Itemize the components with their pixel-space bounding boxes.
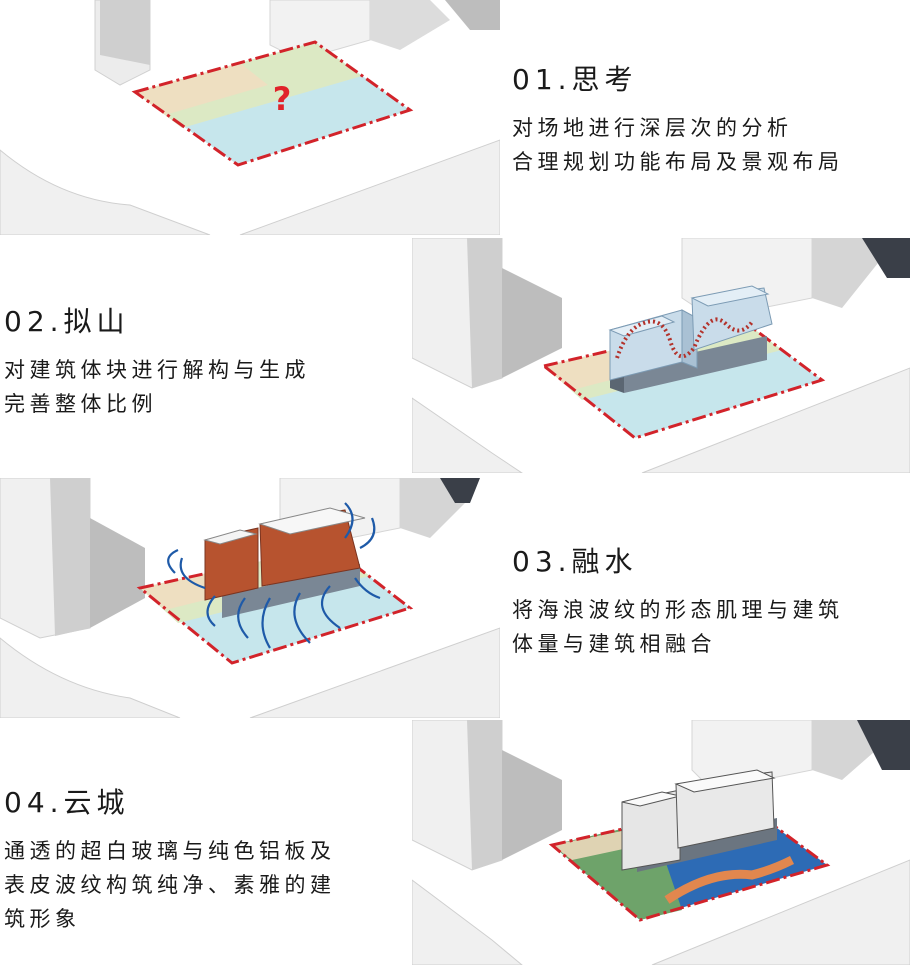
building-mass	[621, 769, 777, 872]
step-02-title: 02.拟山	[4, 305, 310, 339]
road-curb	[412, 367, 910, 473]
step-01-line-2: 合理规划功能布局及景观布局	[512, 150, 844, 174]
step-04-line-3: 筑形象	[4, 907, 81, 931]
step-01-heading: 思考	[571, 63, 638, 96]
step-04-number: 04.	[4, 786, 64, 819]
step-01: 01.思考 对场地进行深层次的分析 合理规划功能布局及景观布局	[512, 63, 844, 179]
surrounding-buildings	[412, 720, 910, 871]
step-04-heading: 云城	[63, 786, 130, 819]
step-03-line-1: 将海浪波纹的形态肌理与建筑	[512, 598, 844, 622]
building-mass	[203, 507, 366, 618]
step-03-line-2: 体量与建筑相融合	[512, 632, 716, 656]
site-plot	[131, 40, 414, 167]
step-03-heading: 融水	[571, 545, 638, 578]
diagram-03-water-fusion	[0, 478, 500, 718]
building-mass	[608, 285, 773, 393]
diagram-02-mountain-massing	[412, 238, 910, 473]
road-curb	[0, 627, 500, 718]
question-mark: ?	[273, 80, 292, 118]
step-04-line-2: 表皮波纹构筑纯净、素雅的建	[4, 873, 336, 897]
step-01-number: 01.	[512, 63, 572, 96]
wave-lines	[167, 502, 381, 649]
step-03-title: 03.融水	[512, 545, 844, 579]
step-01-title: 01.思考	[512, 63, 844, 97]
step-04-line-1: 通透的超白玻璃与纯色铝板及	[4, 839, 336, 863]
diagram-04-cloud-city	[412, 720, 910, 965]
surrounding-buildings	[94, 0, 500, 86]
step-03-number: 03.	[512, 545, 572, 578]
step-04: 04.云城 通透的超白玻璃与纯色铝板及 表皮波纹构筑纯净、素雅的建 筑形象	[4, 786, 336, 936]
step-01-line-1: 对场地进行深层次的分析	[512, 116, 793, 140]
step-03: 03.融水 将海浪波纹的形态肌理与建筑 体量与建筑相融合	[512, 545, 844, 661]
road-curb	[412, 859, 910, 965]
step-02: 02.拟山 对建筑体块进行解构与生成 完善整体比例	[4, 305, 310, 421]
step-02-heading: 拟山	[63, 305, 130, 338]
diagram-01-site-analysis: ?	[0, 0, 500, 235]
step-02-line-1: 对建筑体块进行解构与生成	[4, 358, 310, 382]
step-04-title: 04.云城	[4, 786, 336, 820]
step-02-number: 02.	[4, 305, 64, 338]
step-02-line-2: 完善整体比例	[4, 392, 157, 416]
road-curb	[0, 139, 500, 235]
surrounding-buildings	[0, 478, 480, 639]
